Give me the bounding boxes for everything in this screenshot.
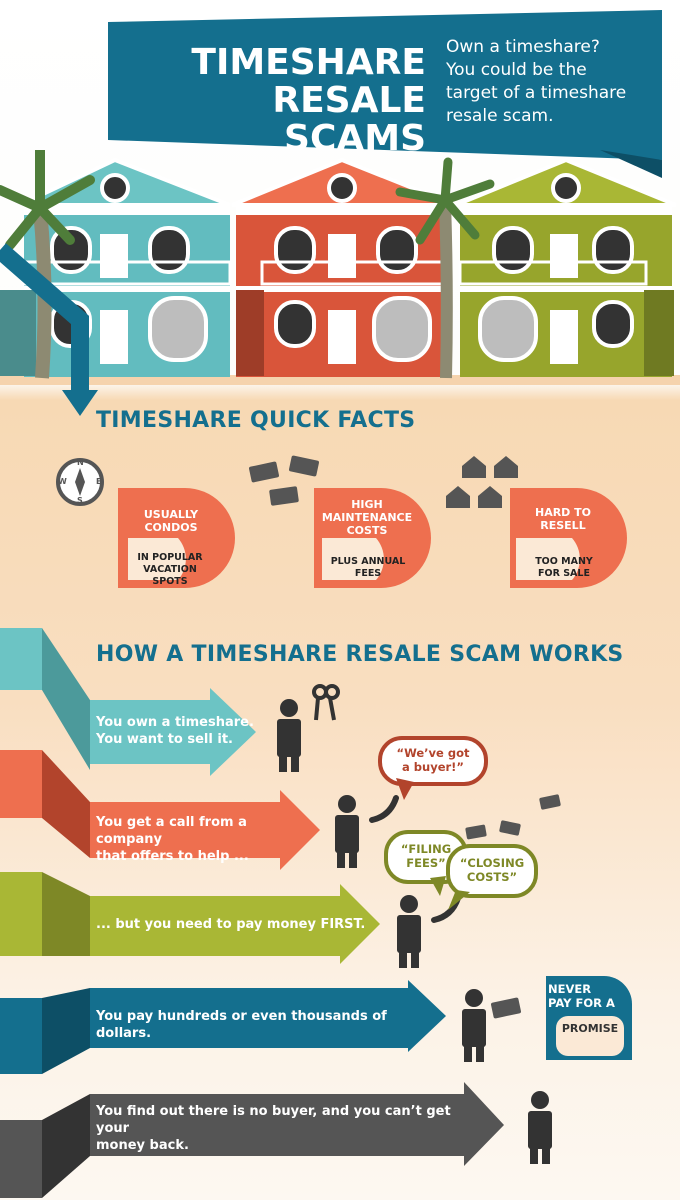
step-5-text: You find out there is no buyer, and you … <box>96 1104 451 1153</box>
quick-facts-graphics <box>56 455 627 588</box>
step-1-text: You own a timeshare.You want to sell it. <box>96 715 254 747</box>
step-4-arrow <box>0 980 446 1074</box>
step-2-arrow <box>0 750 320 870</box>
houses-icon <box>446 456 518 508</box>
promise-text: PROMISE <box>561 1022 619 1035</box>
person-icon-3 <box>397 895 421 968</box>
person-icon-4 <box>462 989 486 1062</box>
fact-badge-3 <box>510 488 627 588</box>
step-3-arrow <box>0 872 380 964</box>
fact-badge-1 <box>118 488 235 588</box>
person-icon-2 <box>335 795 359 868</box>
closing-costs-bubble <box>446 844 538 910</box>
down-arrow-graphic <box>0 243 98 416</box>
never-pay-badge <box>546 976 632 1060</box>
scam-steps-title: HOW A TIMESHARE RESALE SCAM WORKS <box>96 642 624 667</box>
step-3-text: ... but you need to pay money FIRST. <box>96 917 366 932</box>
header-banner <box>108 10 662 178</box>
person-icons <box>277 699 552 1164</box>
compass-letters: N S W E <box>58 458 102 505</box>
scam-steps-graphics <box>0 628 632 1198</box>
person-icon-5 <box>528 1091 552 1164</box>
never-pay-text: NEVER PAY FOR A <box>548 982 615 1010</box>
step-4-text: You pay hundreds or even thousands of do… <box>96 1009 387 1041</box>
step-5-arrow <box>0 1082 504 1198</box>
orange-house <box>231 157 456 377</box>
step-1-arrow <box>0 628 256 776</box>
phone-icon-1 <box>369 795 399 823</box>
person-icon-1 <box>277 699 301 772</box>
money-icon <box>249 455 319 506</box>
buyer-bubble <box>378 736 488 800</box>
lime-house <box>455 157 677 377</box>
quick-facts-title: TIMESHARE QUICK FACTS <box>96 408 416 433</box>
palm-tree-middle <box>395 157 495 379</box>
page-subtitle: Own a timeshare? You could be the target… <box>446 37 627 126</box>
floating-money-icons <box>465 794 561 1019</box>
page-title: TIMESHARE RESALE SCAMS <box>191 42 426 159</box>
fact-badge-2 <box>314 488 431 588</box>
compass-icon <box>56 458 104 506</box>
keys-icon <box>312 684 340 721</box>
